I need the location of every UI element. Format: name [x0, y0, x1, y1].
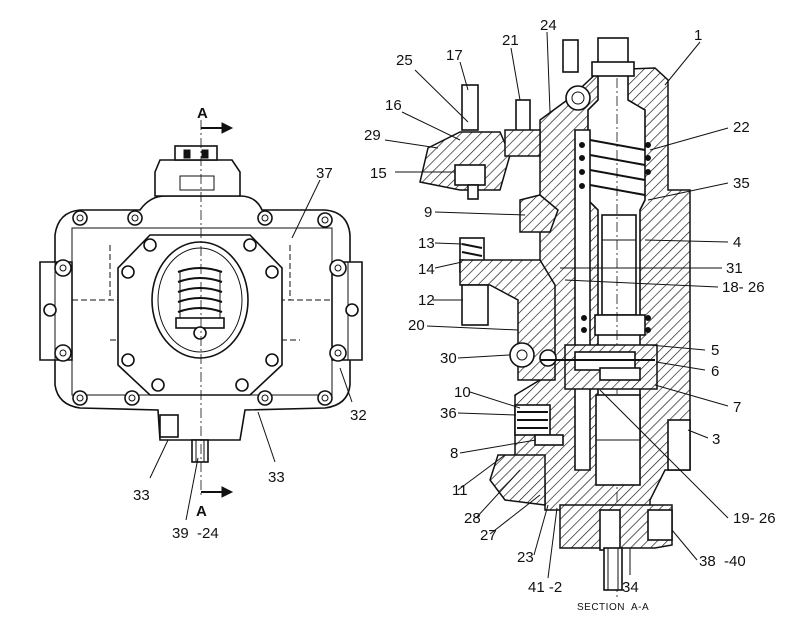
callout-38-40: 38 -40 — [699, 553, 746, 570]
left-end-view — [39, 120, 363, 498]
callout-19-26: 19- 26 — [733, 510, 776, 527]
callout-27: 27 — [480, 527, 497, 544]
callout-8: 8 — [450, 445, 458, 462]
callout-34: 34 — [622, 579, 639, 596]
callout-18-26: 18- 26 — [722, 279, 765, 296]
callout-35: 35 — [733, 175, 750, 192]
callout-14: 14 — [418, 261, 435, 278]
callout-29: 29 — [364, 127, 381, 144]
callout-13: 13 — [418, 235, 435, 252]
section-marker-top: A — [197, 105, 208, 122]
callout-3: 3 — [712, 431, 720, 448]
section-marker-bottom: A — [196, 503, 207, 520]
callout-22: 22 — [733, 119, 750, 136]
callout-6: 6 — [711, 363, 719, 380]
callout-5: 5 — [711, 342, 719, 359]
callout-39-24: 39 -24 — [172, 525, 219, 542]
callout-32: 32 — [350, 407, 367, 424]
callout-30: 30 — [440, 350, 457, 367]
callout-7: 7 — [733, 399, 741, 416]
spring — [175, 267, 225, 340]
callout-23: 23 — [517, 549, 534, 566]
right-leader-lines — [384, 31, 729, 579]
callout-11: 11 — [452, 482, 468, 499]
callout-4: 4 — [733, 234, 741, 251]
section-caption: SECTION A-A — [577, 602, 649, 613]
left-callouts: 37 32 33 33 39 -24 — [133, 165, 367, 542]
callout-15: 15 — [370, 165, 387, 182]
callout-21: 21 — [502, 32, 519, 49]
callout-17: 17 — [446, 47, 463, 64]
callout-33b: 33 — [268, 469, 285, 486]
housing-bolts — [43, 210, 359, 406]
callout-9: 9 — [424, 204, 432, 221]
callout-24: 24 — [540, 17, 557, 34]
callout-41-2: 41 -2 — [528, 579, 562, 596]
callout-20: 20 — [408, 317, 425, 334]
callout-28: 28 — [464, 510, 481, 527]
callout-25: 25 — [396, 52, 413, 69]
callout-10: 10 — [454, 384, 471, 401]
callout-37: 37 — [316, 165, 333, 182]
left-leader-lines — [149, 179, 353, 521]
callout-31: 31 — [726, 260, 743, 277]
callout-1: 1 — [694, 27, 702, 44]
callout-16: 16 — [385, 97, 402, 114]
coil-spring-upper — [579, 142, 651, 333]
callout-36: 36 — [440, 405, 457, 422]
right-callouts: 1 24 21 17 25 16 29 15 22 35 9 13 14 4 3… — [364, 17, 776, 596]
callout-33a: 33 — [133, 487, 150, 504]
section-view — [419, 37, 691, 600]
callout-12: 12 — [418, 292, 435, 309]
